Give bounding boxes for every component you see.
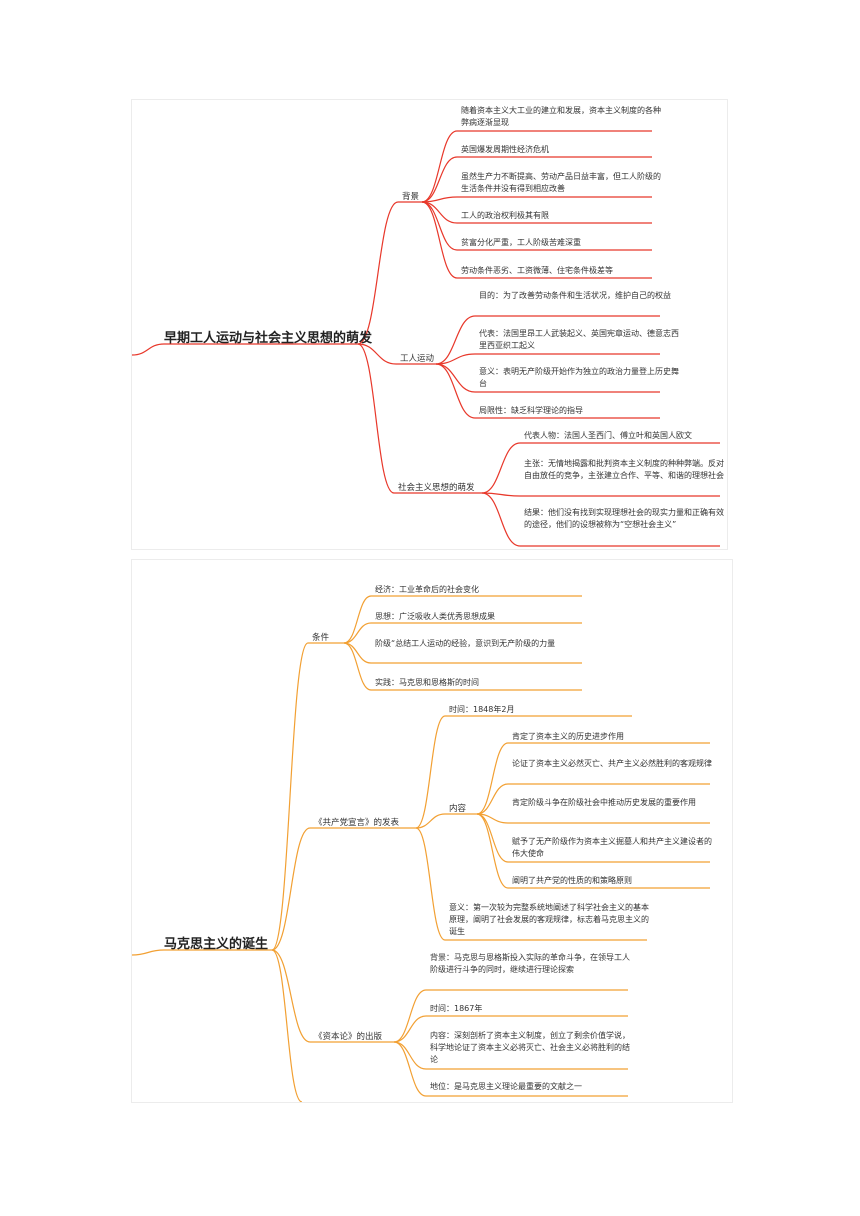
connector-manifesto-significance bbox=[415, 827, 446, 941]
leaf-capital-3: 内容：深刻剖析了资本主义制度，创立了剩余价值学说，科学地论证了资本主义必将灭亡、… bbox=[430, 1031, 630, 1064]
leaf-background-2: 英国爆发周期性经济危机 bbox=[461, 145, 549, 154]
connector-movement-1 bbox=[435, 315, 476, 365]
connector-capital-3 bbox=[393, 1041, 427, 1070]
connector-manifesto-time bbox=[415, 715, 446, 829]
connector-background-2 bbox=[421, 156, 458, 203]
mindmap-connectors-early bbox=[132, 130, 720, 547]
leaf-condition-1: 经济：工业革命后的社会变化 bbox=[375, 585, 479, 594]
connector-capital-4 bbox=[393, 1041, 427, 1097]
leaf-thought-3: 结果：他们没有找到实现理想社会的现实力量和正确有效的途径，他们的设想被称为“空想… bbox=[524, 508, 724, 529]
leaf-background-4: 工人的政治权利极其有限 bbox=[461, 211, 549, 220]
connector-thought-1 bbox=[481, 442, 521, 494]
connector-root-offpanel bbox=[271, 949, 303, 1102]
leaf-movement-4: 局限性：缺乏科学理论的指导 bbox=[479, 406, 583, 415]
connector-root-to-conditions bbox=[271, 642, 309, 951]
leaf-capital-4: 地位：是马克思主义理论最重要的文献之一 bbox=[430, 1082, 582, 1091]
connector-content-4 bbox=[476, 813, 509, 863]
leaf-movement-3: 意义：表明无产阶级开始作为独立的政治力量登上历史舞台 bbox=[479, 367, 679, 388]
root-topic-marx: 马克思主义的诞生 bbox=[164, 937, 269, 952]
connector-conditions-2 bbox=[343, 622, 372, 644]
branch-capital: 《资本论》的出版 bbox=[314, 1032, 383, 1042]
leaf-movement-2: 代表：法国里昂工人武装起义、英国宪章运动、德意志西里西亚织工起义 bbox=[479, 329, 679, 350]
connector-movement-2 bbox=[435, 353, 476, 365]
root-topic-early: 早期工人运动与社会主义思想的萌发 bbox=[164, 331, 373, 346]
branch-conditions: 条件 bbox=[312, 633, 330, 643]
connector-background-5 bbox=[421, 201, 458, 251]
leaf-condition-2: 思想：广泛吸收人类优秀思想成果 bbox=[375, 612, 495, 621]
connector-conditions-3 bbox=[343, 642, 372, 664]
connector-content-5 bbox=[476, 813, 509, 889]
branch-background: 背景 bbox=[402, 192, 420, 202]
connector-capital-2 bbox=[393, 1015, 427, 1043]
connector-manifesto-content bbox=[415, 813, 446, 829]
mindmap-panel-early: 早期工人运动与社会主义思想的萌发 背景 工人运动 社会主义思想的萌发 随着资本主… bbox=[132, 100, 727, 549]
connector-thought-3 bbox=[481, 492, 521, 547]
leaf-manifesto-significance: 意义：第一次较为完整系统地阐述了科学社会主义的基本原理，阐明了社会发展的客观规律… bbox=[449, 903, 649, 936]
mindmap-panel-marx: 马克思主义的诞生 条件 《共产党宣言》的发表 《资本论》的出版 经济：工业革命后… bbox=[132, 560, 732, 1102]
mindmap-connectors-marx bbox=[132, 595, 710, 1102]
connector-movement-3 bbox=[435, 363, 476, 393]
branch-manifesto: 《共产党宣言》的发表 bbox=[314, 818, 400, 828]
leaf-thought-2: 主张：无情地揭露和批判资本主义制度的种种弊端。反对自由放任的竞争，主张建立合作、… bbox=[524, 459, 724, 480]
connector-background-6 bbox=[421, 201, 458, 279]
connector-conditions-4 bbox=[343, 642, 372, 691]
leaf-content-4: 赋予了无产阶级作为资本主义掘墓人和共产主义建设者的伟大使命 bbox=[512, 837, 712, 858]
connector-root-to-background bbox=[357, 201, 399, 345]
connector-movement-4 bbox=[435, 363, 476, 419]
leaf-capital-2: 时间：1867年 bbox=[430, 1004, 483, 1013]
leaf-condition-4: 实践：马克思和恩格斯的时间 bbox=[375, 678, 479, 687]
leaf-content-5: 阐明了共产党的性质的和策略原则 bbox=[512, 876, 632, 885]
connector-root-stub bbox=[132, 949, 165, 956]
connector-root-to-thought bbox=[357, 343, 395, 494]
connector-root-to-manifesto bbox=[271, 827, 311, 951]
connector-root-to-capital bbox=[271, 949, 311, 1043]
connector-capital-1 bbox=[393, 989, 427, 1043]
connector-conditions-1 bbox=[343, 595, 372, 644]
branch-manifesto-content: 内容 bbox=[449, 804, 467, 814]
leaf-capital-1: 背景：马克思与恩格斯投入实际的革命斗争，在领导工人阶级进行斗争的同时，继续进行理… bbox=[430, 953, 630, 974]
connector-content-2 bbox=[476, 783, 509, 815]
leaf-background-6: 劳动条件恶劣、工资微薄、住宅条件极差等 bbox=[461, 266, 613, 275]
connector-background-1 bbox=[421, 130, 458, 203]
connector-root-to-movement bbox=[357, 343, 397, 365]
leaf-background-3: 虽然生产力不断提高、劳动产品日益丰富，但工人阶级的生活条件并没有得到相应改善 bbox=[461, 172, 661, 193]
connector-thought-2 bbox=[481, 492, 521, 497]
leaf-manifesto-time: 时间：1848年2月 bbox=[449, 705, 515, 714]
connector-root-stub bbox=[132, 343, 165, 356]
leaf-content-3: 肯定阶级斗争在阶级社会中推动历史发展的重要作用 bbox=[512, 798, 696, 807]
leaf-background-5: 贫富分化严重，工人阶级苦难深重 bbox=[461, 238, 581, 247]
connector-content-1 bbox=[476, 742, 509, 815]
leaf-thought-1: 代表人物：法国人圣西门、傅立叶和英国人欧文 bbox=[524, 431, 692, 440]
branch-workers-movement: 工人运动 bbox=[400, 354, 435, 364]
leaf-background-1: 随着资本主义大工业的建立和发展，资本主义制度的各种弊病逐渐显现 bbox=[461, 106, 661, 127]
leaf-condition-3: 阶级“总结工人运动的经验，意识到无产阶级的力量 bbox=[375, 639, 556, 648]
leaf-content-1: 肯定了资本主义的历史进步作用 bbox=[512, 732, 624, 741]
leaf-movement-1: 目的：为了改善劳动条件和生活状况，维护自己的权益 bbox=[479, 291, 671, 300]
leaf-content-2: 论证了资本主义必然灭亡、共产主义必然胜利的客观规律 bbox=[512, 759, 712, 768]
branch-socialist-thought: 社会主义思想的萌发 bbox=[398, 483, 475, 493]
